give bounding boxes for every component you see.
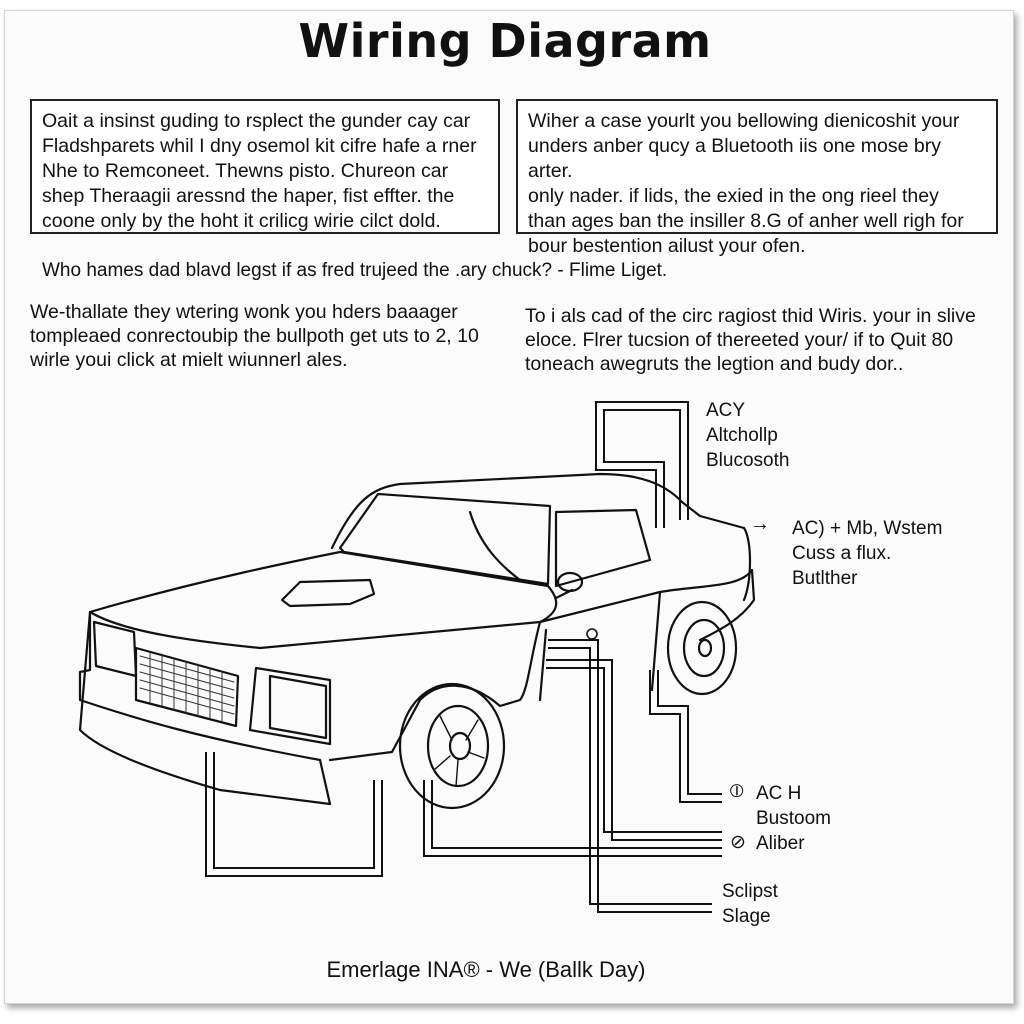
footer-caption: Emerlage INA® - We (Ballk Day) — [326, 957, 646, 982]
car-body — [328, 568, 756, 762]
instruction-box-right: Wiher a case yourlt you bellowing dienic… — [516, 99, 998, 257]
arrow-right-icon: → — [750, 513, 770, 535]
label-bluetooth-top: ACY Altchollp Blucosoth — [706, 400, 790, 471]
paragraph-left: We-thallate they wtering wonk you hders … — [30, 301, 479, 371]
quote-line: Who hames dad blavd legst if as fred tru… — [42, 260, 668, 281]
label-ac-lower: AC H Bustoom Aliber — [756, 783, 831, 854]
car-roof — [330, 472, 752, 602]
front-wheel — [398, 682, 506, 810]
side-window — [554, 508, 652, 588]
instruction-box-left: Oait a insinst guding to rsplect the gun… — [30, 99, 500, 234]
headlight-right — [268, 674, 328, 740]
headlight-left — [92, 620, 138, 678]
circle-slash-icon: ⦶ — [730, 781, 744, 802]
hood — [88, 550, 558, 650]
rear-wheel — [666, 600, 738, 696]
wiring-harness — [205, 401, 722, 913]
circle-slash-icon: ⊘ — [730, 832, 746, 853]
grille — [134, 646, 240, 728]
label-slage: Sclipst Slage — [722, 881, 778, 927]
label-system-mid: AC) + Mb, Wstem Cuss a flux. Butlther — [792, 518, 943, 589]
paragraph-right: To i als cad of the circ ragiost thid Wi… — [525, 305, 976, 375]
hood-scoop — [280, 578, 376, 608]
car-front — [78, 610, 332, 806]
windshield — [338, 492, 552, 586]
diagram-title: Wiring Diagram — [298, 14, 712, 68]
